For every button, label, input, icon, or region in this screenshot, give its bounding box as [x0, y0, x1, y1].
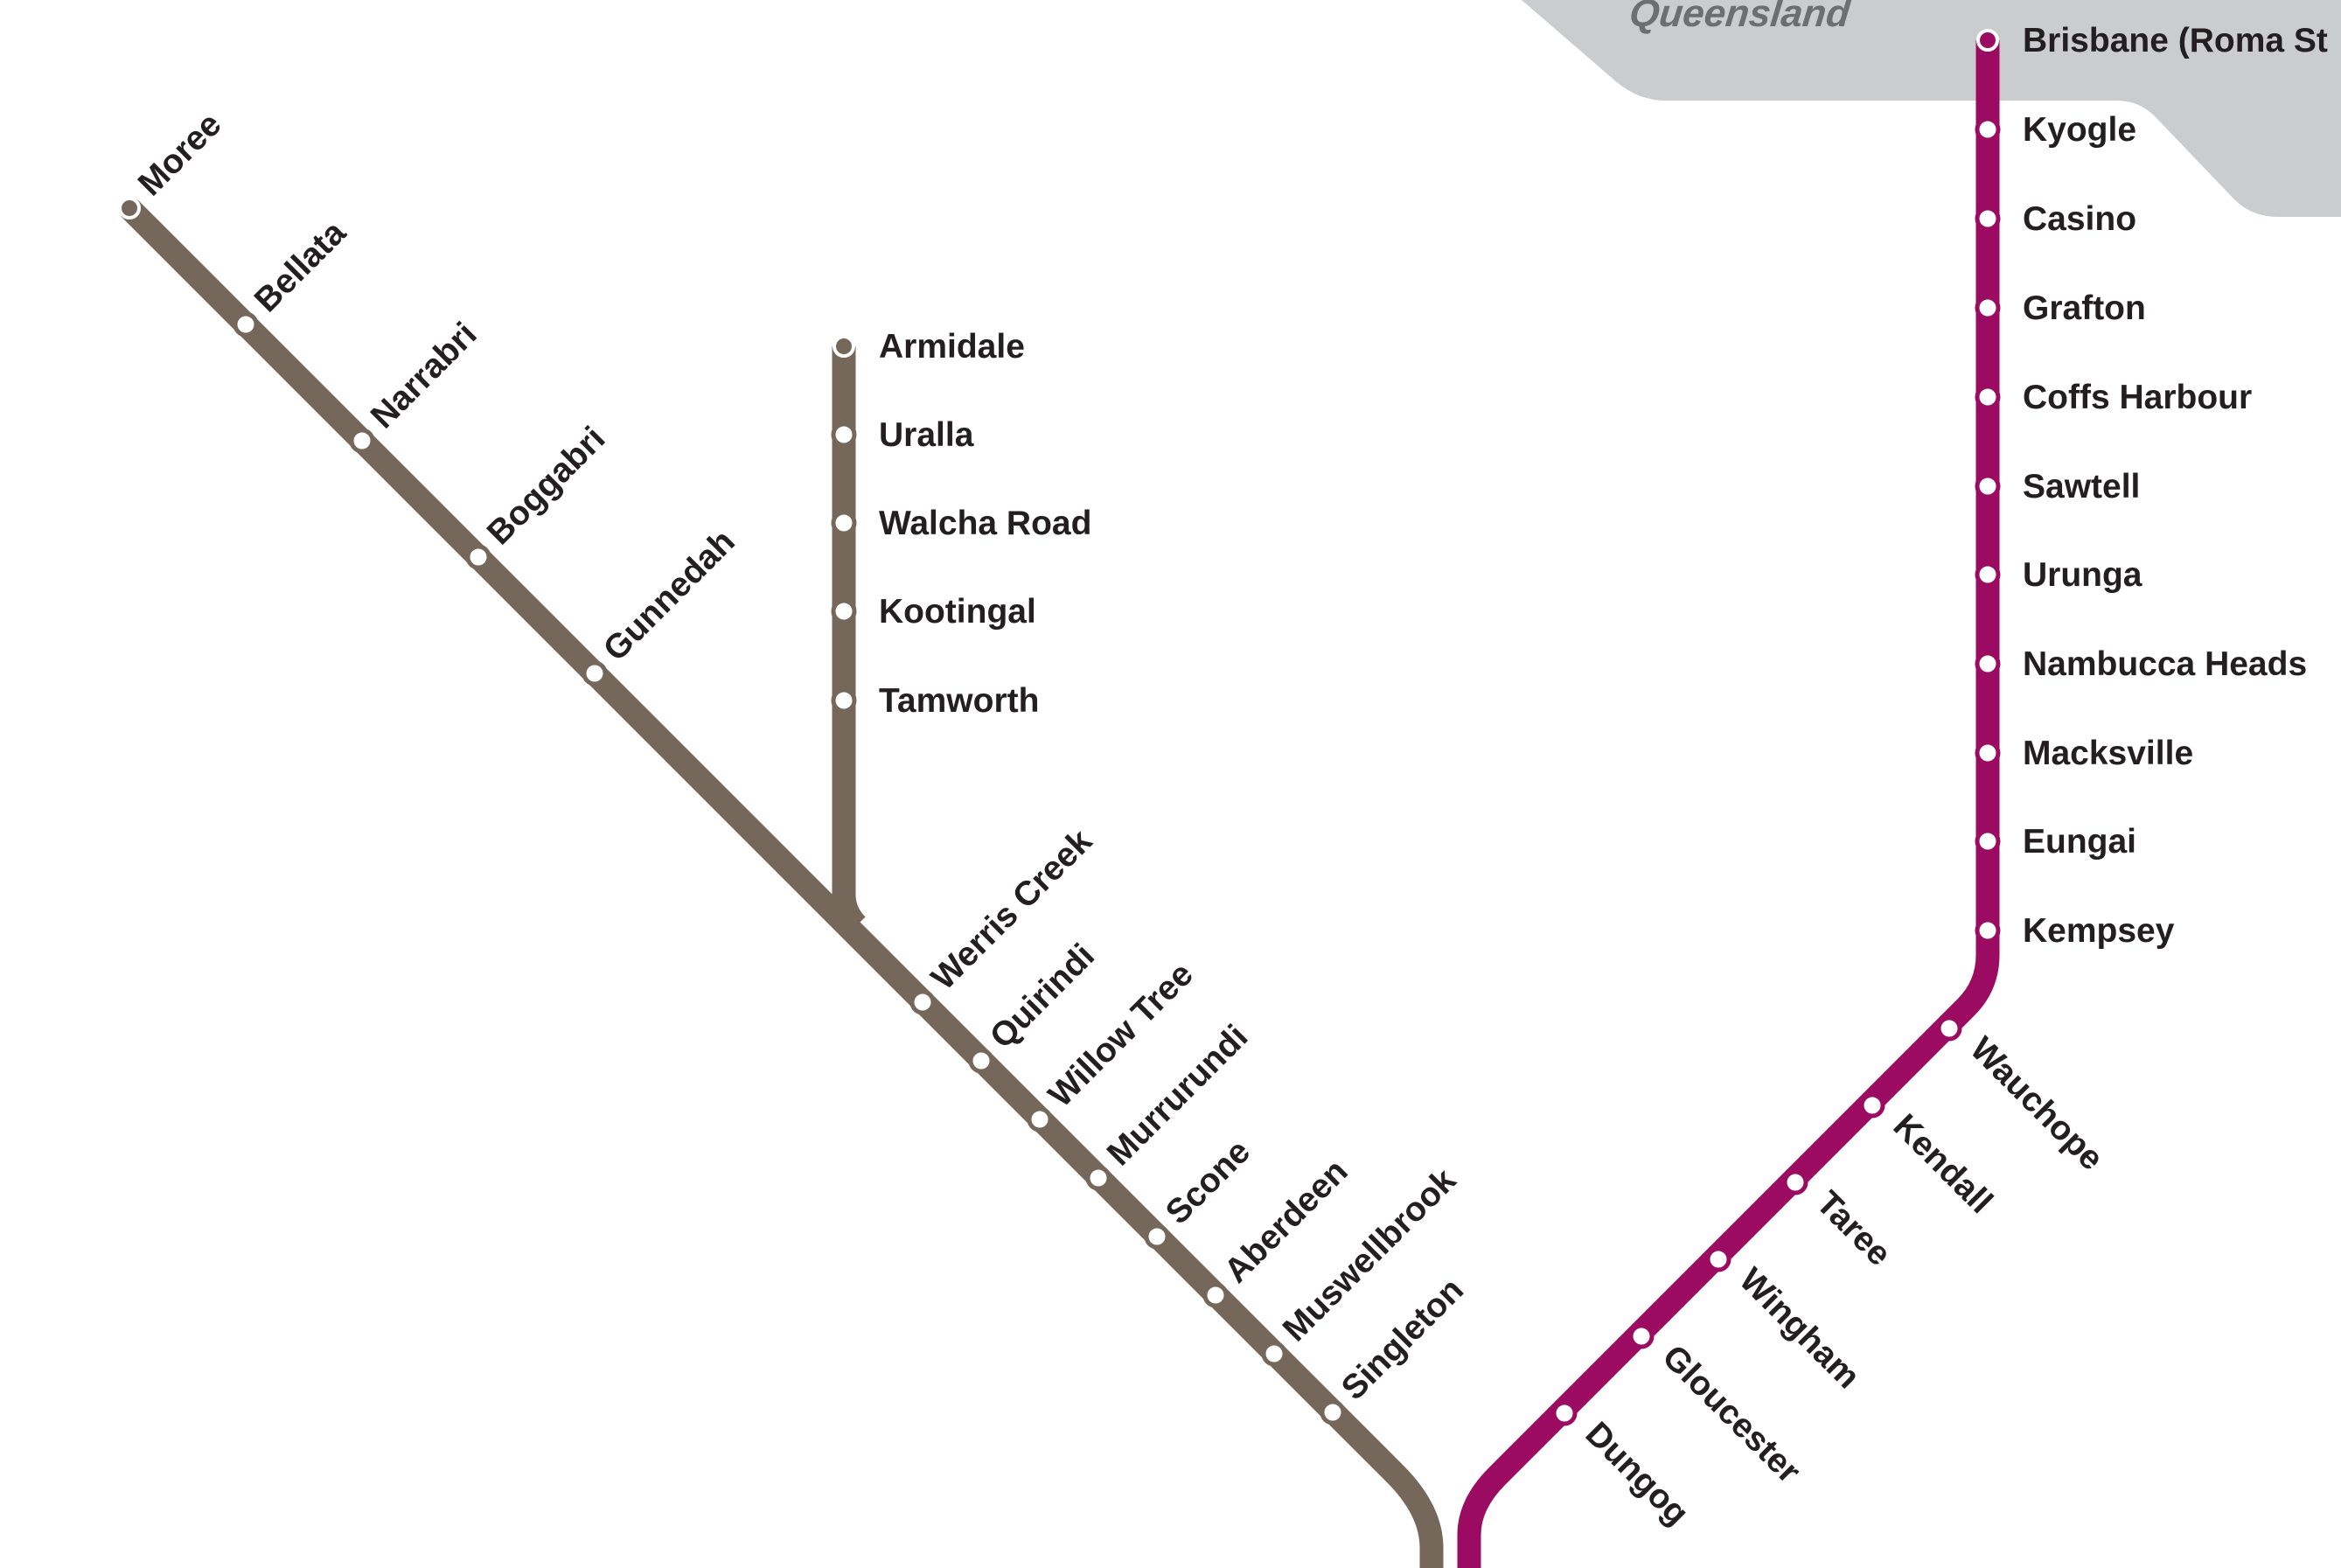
station-marker-coffs-harbour[interactable] [1975, 384, 2001, 410]
station-label-boggabri[interactable]: Boggabri [480, 420, 612, 552]
station-label-macksville[interactable]: Macksville [2023, 735, 2193, 772]
station-marker-scone[interactable] [1144, 1223, 1170, 1250]
north-western-line [121, 199, 1444, 1568]
station-marker-gloucester[interactable] [1628, 1323, 1655, 1349]
station-label-kempsey[interactable]: Kempsey [2023, 912, 2175, 950]
station-marker-armidale[interactable] [833, 335, 855, 358]
station-label-eungai[interactable]: Eungai [2023, 823, 2136, 861]
station-marker-macksville[interactable] [1975, 740, 2001, 766]
station-label-dungog[interactable]: Dungog [1578, 1415, 1697, 1533]
north-coast-line [1457, 40, 2000, 1568]
station-label-gunnedah[interactable]: Gunnedah [596, 523, 742, 669]
station-markers [118, 29, 2001, 1426]
queensland-region [1522, 0, 2341, 217]
station-label-grafton[interactable]: Grafton [2023, 289, 2146, 327]
station-label-casino[interactable]: Casino [2023, 200, 2136, 238]
station-marker-muswellbrook[interactable] [1261, 1341, 1287, 1367]
station-marker-kootingal[interactable] [831, 598, 857, 624]
region-label-queensland: Queensland [1627, 0, 1853, 35]
station-label-armidale[interactable]: Armidale [879, 328, 1025, 366]
station-label-wauchope[interactable]: Wauchope [1963, 1030, 2111, 1178]
station-label-gloucester[interactable]: Gloucester [1655, 1338, 1808, 1490]
station-marker-gunnedah[interactable] [582, 660, 608, 686]
station-label-nambucca-heads[interactable]: Nambucca Heads [2023, 645, 2307, 683]
station-marker-kempsey[interactable] [1975, 917, 2001, 944]
station-label-urunga[interactable]: Urunga [2023, 556, 2142, 594]
station-label-narrabri[interactable]: Narrabri [364, 316, 484, 436]
station-label-kyogle[interactable]: Kyogle [2023, 111, 2136, 149]
station-label-brisbane-roma-st[interactable]: Brisbane (Roma St [2023, 22, 2328, 59]
station-label-kootingal[interactable]: Kootingal [879, 593, 1036, 631]
station-marker-brisbane-roma-st[interactable] [1976, 29, 1999, 52]
station-marker-wauchope[interactable] [1936, 1015, 1962, 1042]
station-marker-dungog[interactable] [1551, 1400, 1578, 1426]
station-marker-murrurundi[interactable] [1085, 1165, 1111, 1191]
station-label-kendall[interactable]: Kendall [1886, 1107, 2000, 1221]
station-label-scone[interactable]: Scone [1159, 1132, 1258, 1231]
station-marker-casino[interactable] [1975, 206, 2001, 232]
station-marker-walcha-road[interactable] [831, 510, 857, 536]
station-marker-sawtell[interactable] [1975, 473, 2001, 499]
station-marker-bellata[interactable] [233, 311, 259, 338]
north-western-track [121, 199, 1444, 1568]
station-marker-narrabri[interactable] [349, 428, 375, 454]
station-label-sawtell[interactable]: Sawtell [2023, 468, 2140, 505]
station-marker-aberdeen[interactable] [1202, 1282, 1229, 1308]
station-marker-tamworth[interactable] [831, 687, 857, 714]
station-marker-uralla[interactable] [831, 422, 857, 448]
station-marker-quirindi[interactable] [968, 1048, 994, 1074]
station-label-wingham[interactable]: Wingham [1732, 1261, 1867, 1396]
station-marker-grafton[interactable] [1975, 295, 2001, 321]
northern-tablelands-line [832, 346, 866, 934]
station-label-bellata[interactable]: Bellata [247, 213, 353, 319]
station-marker-singleton[interactable] [1320, 1399, 1346, 1425]
northern-tablelands-track [832, 346, 866, 934]
station-label-coffs-harbour[interactable]: Coffs Harbour [2023, 379, 2252, 416]
station-marker-werris-creek[interactable] [909, 989, 936, 1015]
station-label-uralla[interactable]: Uralla [879, 416, 974, 454]
station-label-taree[interactable]: Taree [1809, 1184, 1899, 1273]
station-label-walcha-road[interactable]: Walcha Road [879, 505, 1091, 542]
station-label-moree[interactable]: Moree [131, 106, 229, 204]
station-marker-boggabri[interactable] [465, 544, 491, 570]
station-marker-taree[interactable] [1782, 1169, 1808, 1195]
station-marker-kendall[interactable] [1859, 1092, 1885, 1119]
station-marker-moree[interactable] [118, 197, 141, 220]
station-label-tamworth[interactable]: Tamworth [879, 682, 1039, 720]
station-marker-willow-tree[interactable] [1027, 1106, 1053, 1132]
station-marker-nambucca-heads[interactable] [1975, 651, 2001, 677]
station-marker-wingham[interactable] [1705, 1246, 1731, 1272]
station-marker-kyogle[interactable] [1975, 116, 2001, 143]
station-marker-eungai[interactable] [1975, 828, 2001, 854]
north-coast-track [1457, 40, 2000, 1568]
station-marker-urunga[interactable] [1975, 561, 2001, 588]
station-label-quirindi[interactable]: Quirindi [983, 937, 1102, 1056]
